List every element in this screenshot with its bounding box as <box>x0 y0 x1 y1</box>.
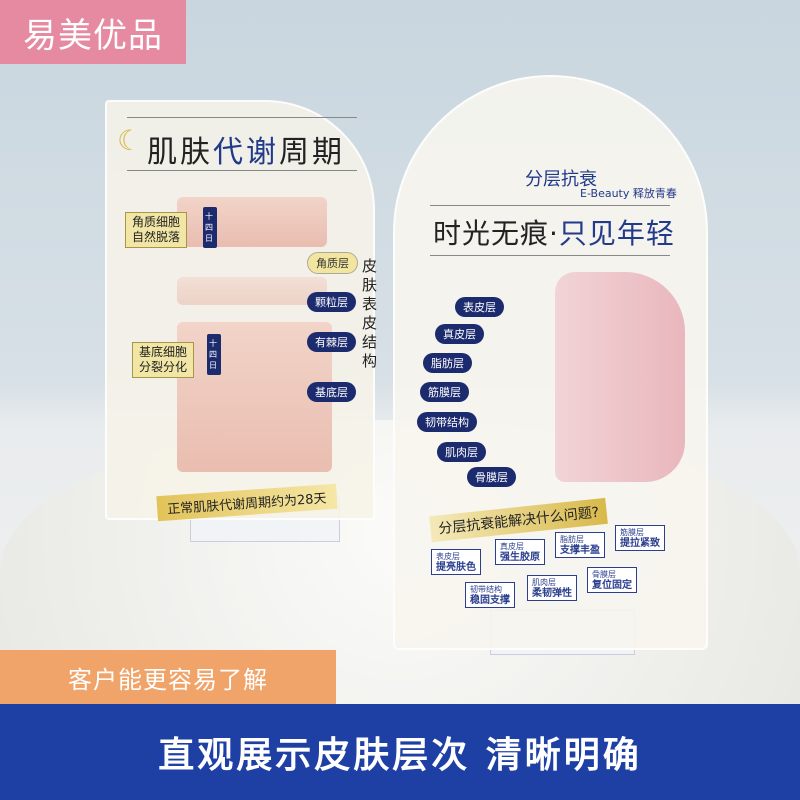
arrow-up-icon: 十四日 <box>207 334 221 375</box>
layer-label: 肌肉层 <box>437 442 486 462</box>
note: 角质细胞 自然脱落 <box>125 212 188 248</box>
basal-layer-illustration <box>177 322 332 472</box>
side-label: 皮肤表皮结构 <box>362 257 378 370</box>
benefit-card: 表皮层提亮肤色 <box>431 549 481 575</box>
layer-label: 表皮层 <box>455 297 504 317</box>
arrow-up-icon: 十四日 <box>203 207 217 248</box>
benefit-card: 骨膜层复位固定 <box>587 567 637 593</box>
benefit-card: 韧带结构稳固支撑 <box>465 582 515 608</box>
layered-anti-aging-panel: 分层抗衰 E-Beauty 释放青春 时光无痕·只见年轻 表皮层 真皮层 脂肪层… <box>393 75 708 650</box>
divider <box>430 255 670 256</box>
layer-label: 有棘层 <box>307 332 356 352</box>
footer-note: 正常肌肤代谢周期约为28天 <box>156 483 338 522</box>
spinous-layer-illustration <box>177 277 327 305</box>
moon-icon: ☾ <box>117 124 143 157</box>
layer-label: 脂肪层 <box>423 353 472 373</box>
benefit-card: 真皮层强生胶原 <box>495 539 545 565</box>
panel-title: 肌肤代谢周期 <box>147 135 345 170</box>
bottom-caption-bar: 直观展示皮肤层次 清晰明确 <box>0 704 800 800</box>
layer-label: 韧带结构 <box>417 412 477 432</box>
benefit-card: 肌肉层柔韧弹性 <box>527 575 577 601</box>
layer-label: 筋膜层 <box>420 382 469 402</box>
benefit-card: 筋膜层提拉紧致 <box>615 525 665 551</box>
brand-subtitle: E-Beauty 释放青春 <box>580 187 677 200</box>
divider <box>430 205 670 206</box>
benefit-card: 脂肪层支撑丰盈 <box>555 532 605 558</box>
panel-title: 时光无痕·只见年轻 <box>433 217 675 250</box>
divider <box>127 117 357 118</box>
brand-logo: 易美优品 <box>0 0 186 64</box>
layer-label: 颗粒层 <box>307 292 356 312</box>
skin-metabolism-panel: ☾ 肌肤代谢周期 角质细胞 自然脱落 基底细胞 分裂分化 十四日 十四日 角质层… <box>105 100 378 522</box>
stratum-corneum-illustration <box>177 197 327 247</box>
layer-label: 骨膜层 <box>467 467 516 487</box>
promo-banner: 客户能更容易了解 <box>0 650 336 704</box>
divider <box>127 170 357 171</box>
layer-label: 基底层 <box>307 382 356 402</box>
face-layers-illustration <box>555 272 685 482</box>
layer-label: 角质层 <box>307 252 358 274</box>
layer-label: 真皮层 <box>435 324 484 344</box>
note: 基底细胞 分裂分化 <box>132 342 195 378</box>
brand-title: 分层抗衰 <box>525 169 597 190</box>
